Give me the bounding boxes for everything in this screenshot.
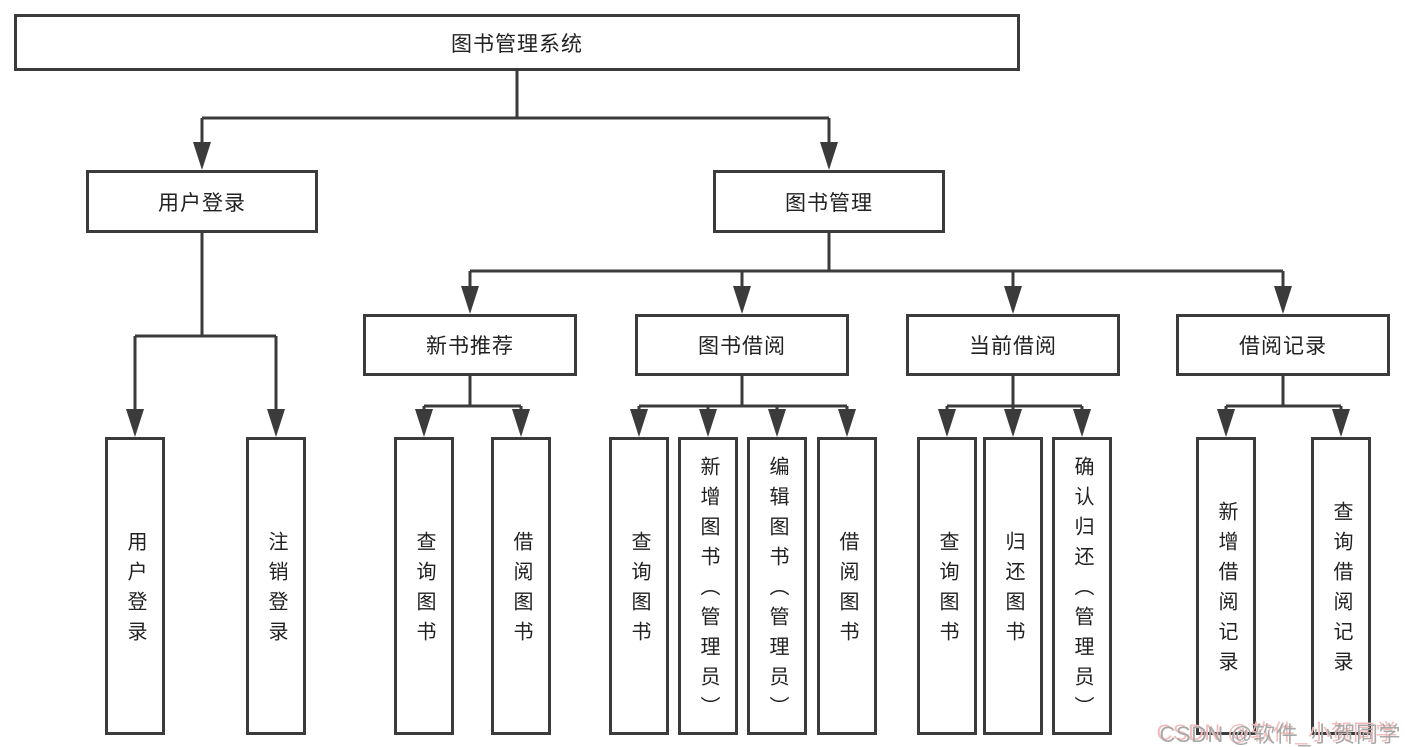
arrowhead [1274, 286, 1292, 314]
node-book-management: 图书管理 [713, 170, 945, 233]
node-label: 确认归还（管理员） [1071, 456, 1093, 726]
connector-book-management-to-level3 [468, 233, 1285, 310]
node-library-management-system: 图书管理系统 [14, 14, 1020, 71]
arrowhead [838, 409, 856, 437]
arrowhead [733, 286, 751, 314]
leaf-records-query-record: 查询借阅记录 [1311, 437, 1371, 735]
leaf-current-return-books: 归还图书 [983, 437, 1043, 735]
arrowhead [1004, 409, 1022, 437]
node-current-borrow: 当前借阅 [906, 314, 1120, 376]
leaf-borrow-add-books-admin: 新增图书（管理员） [678, 437, 738, 735]
arrowhead [512, 409, 530, 437]
arrowhead [699, 409, 717, 437]
connector-borrow-to-leaves [637, 376, 849, 433]
arrowhead [1073, 409, 1091, 437]
leaf-borrow-edit-books-admin: 编辑图书（管理员） [747, 437, 807, 735]
leaf-user-login: 用户登录 [105, 437, 165, 735]
connector-root-to-level2 [200, 71, 831, 166]
node-label: 借阅记录 [1239, 335, 1327, 358]
leaf-borrow-borrow-books: 借阅图书 [817, 437, 877, 735]
leaf-recommend-borrow-books: 借阅图书 [491, 437, 551, 735]
arrowhead [1004, 286, 1022, 314]
node-label: 查询图书 [936, 531, 958, 651]
arrowhead [267, 409, 285, 437]
arrowhead [415, 409, 433, 437]
node-label: 新书推荐 [426, 335, 514, 358]
leaf-logout: 注销登录 [246, 437, 306, 735]
node-label: 注销登录 [265, 531, 287, 651]
node-label: 查询图书 [413, 531, 435, 651]
node-label: 新增借阅记录 [1215, 501, 1237, 681]
arrowhead [768, 409, 786, 437]
connector-current-to-leaves [945, 376, 1084, 433]
watermark: CSDN @软件_小贺同学 [1159, 722, 1401, 747]
leaf-records-add-record: 新增借阅记录 [1196, 437, 1256, 735]
arrowhead [1217, 409, 1235, 437]
leaf-borrow-query-books: 查询图书 [609, 437, 669, 735]
arrowhead [126, 409, 144, 437]
arrowhead [820, 142, 838, 170]
node-label: 图书管理系统 [451, 32, 583, 56]
node-borrow-records: 借阅记录 [1176, 314, 1390, 376]
node-label: 借阅图书 [836, 531, 858, 651]
arrowhead [461, 286, 479, 314]
arrowhead [630, 409, 648, 437]
arrowhead [938, 409, 956, 437]
node-label: 新增图书（管理员） [697, 456, 719, 726]
node-label: 用户登录 [124, 531, 146, 651]
node-label: 编辑图书（管理员） [766, 456, 788, 726]
node-label: 借阅图书 [510, 531, 532, 651]
arrowhead [1332, 409, 1350, 437]
leaf-recommend-query-books: 查询图书 [394, 437, 454, 735]
leaf-current-confirm-return-admin: 确认归还（管理员） [1052, 437, 1112, 735]
node-label: 查询图书 [628, 531, 650, 651]
node-label: 归还图书 [1002, 531, 1024, 651]
node-label: 用户登录 [158, 191, 246, 215]
connector-user-login-to-leaves [133, 233, 278, 433]
node-label: 当前借阅 [969, 335, 1057, 358]
node-book-borrow: 图书借阅 [635, 314, 849, 376]
connector-records-to-leaves [1224, 376, 1343, 433]
node-label: 图书管理 [785, 191, 873, 215]
connector-recommend-to-leaves [422, 376, 523, 433]
node-user-login: 用户登录 [86, 170, 318, 233]
node-label: 查询借阅记录 [1330, 501, 1352, 681]
leaf-current-query-books: 查询图书 [917, 437, 977, 735]
node-label: 图书借阅 [698, 335, 786, 358]
node-new-book-recommend: 新书推荐 [363, 314, 577, 376]
arrowhead [193, 142, 211, 170]
